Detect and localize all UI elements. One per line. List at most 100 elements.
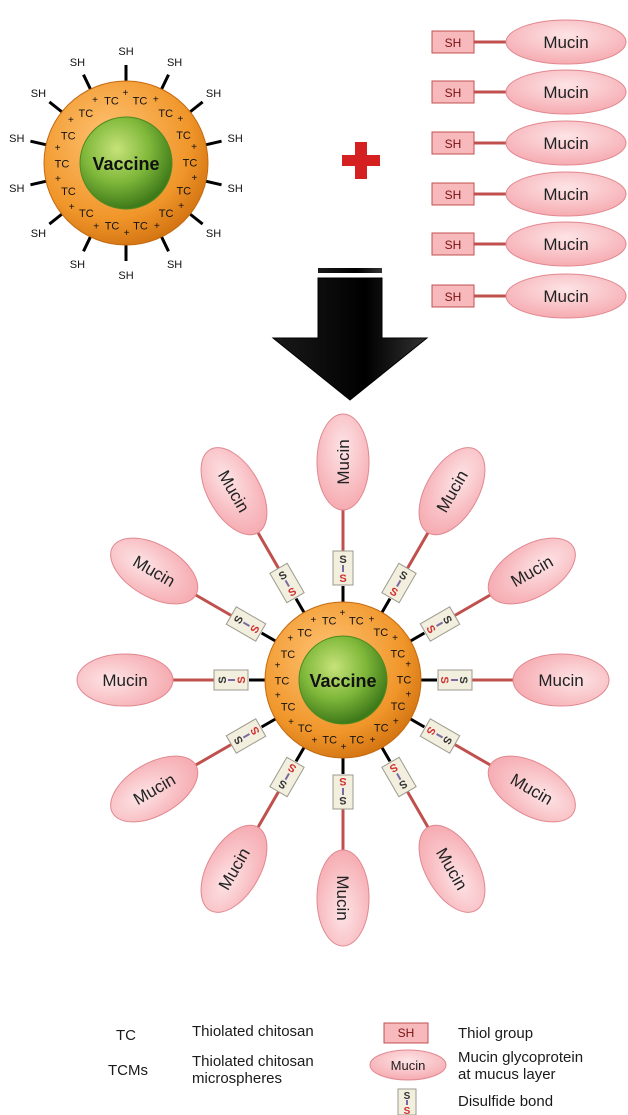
mucin-text: Mucin xyxy=(543,185,588,204)
disulfide-bond: SS xyxy=(225,718,267,754)
tc-label: TC xyxy=(349,615,364,627)
positive-charge: + xyxy=(275,661,281,672)
mucin-linker xyxy=(405,790,431,830)
tc-label: TC xyxy=(281,702,296,714)
thiol-bond xyxy=(48,211,65,226)
sh-text: SH xyxy=(445,36,462,50)
vaccine-core xyxy=(79,116,173,210)
mucin-linker xyxy=(193,592,233,618)
mucin-ellipse xyxy=(505,221,627,267)
mucin: Mucin xyxy=(200,447,268,536)
tc-label: TC xyxy=(275,675,290,687)
thiol-bond xyxy=(82,74,93,92)
positive-charge: + xyxy=(405,660,411,671)
sulfur-atom: S xyxy=(217,676,229,683)
disulfide-bond: SS xyxy=(332,550,354,586)
coating-bond xyxy=(379,745,392,763)
thiol-bond xyxy=(187,100,204,115)
legend-s-upper: S xyxy=(404,1091,411,1102)
tc-coating-labels: TC+TC+TC+TC+TC+TC+TC+TC+TC+TC+TC+TC+TC+T… xyxy=(55,88,198,239)
sh-text: SH xyxy=(445,86,462,100)
positive-charge: + xyxy=(312,736,318,747)
mucin-ellipse xyxy=(505,19,627,65)
mucin: Mucin xyxy=(316,849,370,947)
legend-tcms-abbr: TCMs xyxy=(108,1062,148,1079)
vaccine-core-label-bottom: Vaccine xyxy=(309,671,376,691)
mucin-linker xyxy=(405,530,431,570)
sulfur-atom: S xyxy=(236,676,248,683)
mucin-text: Mucin xyxy=(543,235,588,254)
positive-charge: + xyxy=(310,615,316,626)
thiol-label: SH xyxy=(118,270,133,282)
tc-label: TC xyxy=(176,130,191,142)
sh-text: SH xyxy=(445,137,462,151)
positive-charge: + xyxy=(287,634,293,645)
mucin: Mucin xyxy=(418,447,486,536)
thiol-label: SH xyxy=(206,88,221,100)
tc-label: TC xyxy=(105,220,120,232)
tc-label: TC xyxy=(391,648,406,660)
thiol-bond xyxy=(159,234,170,252)
coating-bond xyxy=(379,597,392,615)
thiol-bond xyxy=(30,139,49,147)
tc-label: TC xyxy=(183,158,198,170)
mucin-label: Mucin xyxy=(333,875,352,920)
tc-label: TC xyxy=(391,701,406,713)
tc-label: TC xyxy=(298,723,313,735)
disulfide-bond: SS xyxy=(269,756,305,798)
mucin-text: Mucin xyxy=(543,83,588,102)
thiol-bond xyxy=(203,179,222,187)
thiol-bond xyxy=(203,139,222,147)
thiol-bond xyxy=(187,211,204,226)
mucin-thiol-chain: SH Mucin xyxy=(431,69,627,115)
mucin: Mucin xyxy=(487,537,576,605)
tc-label: TC xyxy=(349,734,364,746)
tc-label: TC xyxy=(133,220,148,232)
thiol-label: SH xyxy=(206,228,221,240)
tc-label: TC xyxy=(297,627,312,639)
positive-charge: + xyxy=(122,88,128,99)
mucin: Mucin xyxy=(110,755,199,823)
mucin-linker xyxy=(453,592,493,618)
disulfide-bond: SS xyxy=(269,562,305,604)
thiol-label: SH xyxy=(70,259,85,271)
thiol-bond xyxy=(30,179,49,187)
disulfide-bond: SS xyxy=(381,562,417,604)
vaccine-core-label: Vaccine xyxy=(92,154,159,174)
tc-label: TC xyxy=(397,675,412,687)
legend-s-lower: S xyxy=(404,1106,411,1115)
positive-charge: + xyxy=(93,221,99,232)
mucin-linker xyxy=(255,530,281,570)
positive-charge: + xyxy=(191,173,197,184)
positive-charge: + xyxy=(369,614,375,625)
disulfide-bond: SS xyxy=(437,669,473,691)
tc-label: TC xyxy=(281,649,296,661)
thiol-label: SH xyxy=(31,228,46,240)
disulfide-bond: SS xyxy=(419,718,461,754)
sh-text: SH xyxy=(445,238,462,252)
tc-label: TC xyxy=(61,130,76,142)
disulfide-bond: SS xyxy=(225,606,267,642)
legend-mucin-symbol xyxy=(369,1049,447,1081)
sulfur-atom: S xyxy=(339,554,346,566)
coating-bond xyxy=(294,745,307,763)
positive-charge: + xyxy=(288,717,294,728)
thiol-bond xyxy=(82,234,93,252)
sulfur-atom: S xyxy=(339,794,346,806)
legend-symbols: SH Mucin S S xyxy=(369,1022,447,1115)
sulfur-atom: S xyxy=(438,676,450,683)
thiol-label: SH xyxy=(167,57,182,69)
thiol-label: SH xyxy=(228,133,243,145)
legend-tcms-desc-2: microspheres xyxy=(192,1070,283,1087)
